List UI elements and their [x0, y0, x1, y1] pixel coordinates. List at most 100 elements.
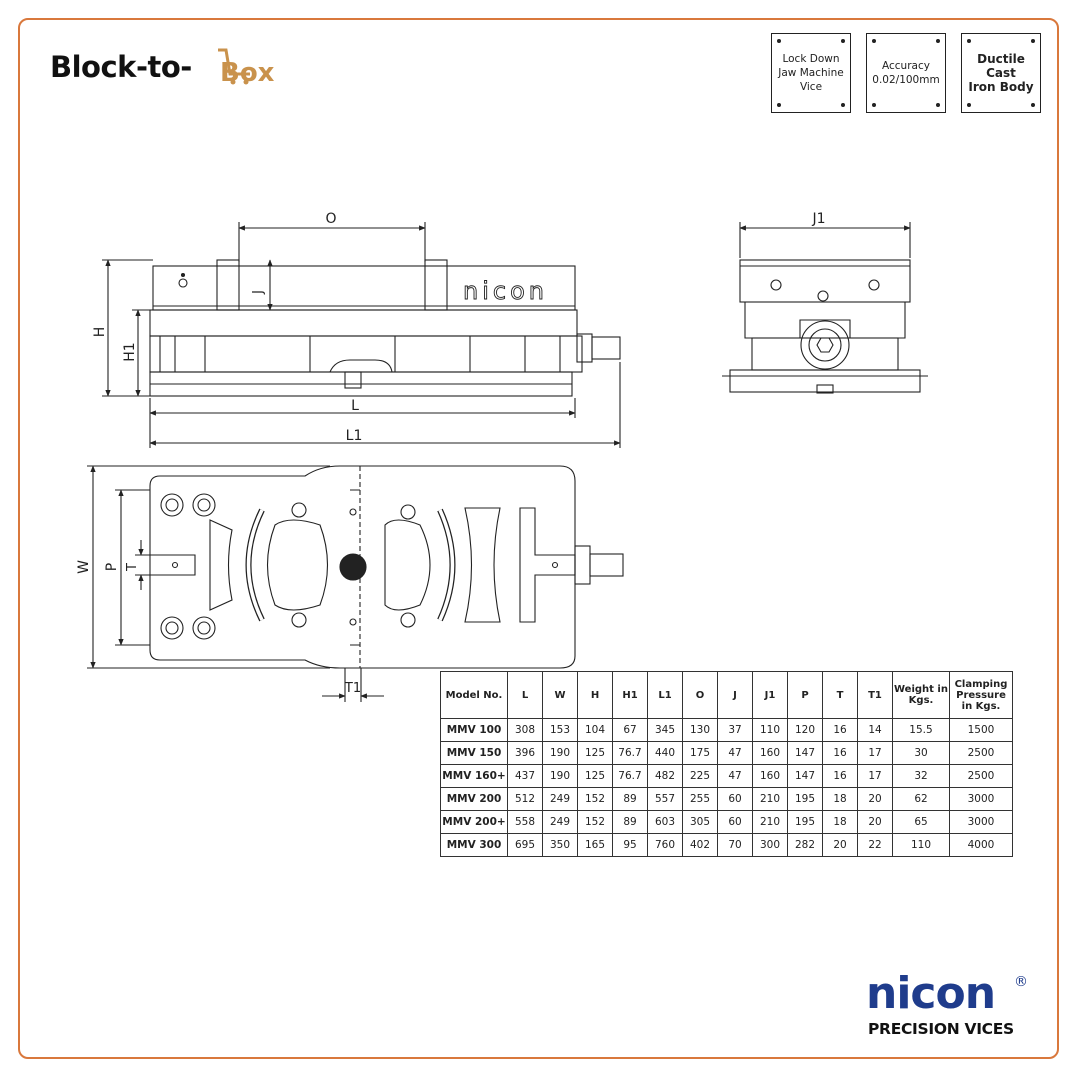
feature-label: Accuracy 0.02/100mm: [872, 60, 940, 86]
value-cell: 249: [542, 787, 578, 811]
value-cell: 104: [577, 718, 613, 742]
value-cell: 305: [682, 810, 718, 834]
col-j1: J1: [752, 671, 788, 719]
dim-label-t: T: [125, 563, 140, 572]
value-cell: 160: [752, 741, 788, 765]
value-cell: 76.7: [612, 741, 648, 765]
value-cell: 70: [717, 833, 753, 857]
value-cell: 396: [507, 741, 543, 765]
value-cell: 120: [787, 718, 823, 742]
dim-label-o: O: [325, 211, 336, 227]
value-cell: 60: [717, 810, 753, 834]
value-cell: 3000: [949, 787, 1013, 811]
feature-label: Lock Down Jaw Machine Vice: [778, 53, 844, 93]
value-cell: 512: [507, 787, 543, 811]
value-cell: 350: [542, 833, 578, 857]
dim-label-p: P: [104, 563, 120, 571]
value-cell: 20: [857, 787, 893, 811]
model-cell: MMV 150: [440, 741, 508, 765]
value-cell: 60: [717, 787, 753, 811]
col-clamping: Clamping Pressure in Kgs.: [949, 671, 1013, 719]
value-cell: 190: [542, 764, 578, 788]
col-l1: L1: [647, 671, 683, 719]
col-h1: H1: [612, 671, 648, 719]
model-cell: MMV 160+: [440, 764, 508, 788]
dim-label-w: W: [76, 560, 92, 574]
value-cell: 20: [857, 810, 893, 834]
value-cell: 190: [542, 741, 578, 765]
value-cell: 15.5: [892, 718, 950, 742]
value-cell: 152: [577, 810, 613, 834]
value-cell: 175: [682, 741, 718, 765]
value-cell: 89: [612, 787, 648, 811]
value-cell: 16: [822, 741, 858, 765]
value-cell: 153: [542, 718, 578, 742]
col-p: P: [787, 671, 823, 719]
value-cell: 18: [822, 810, 858, 834]
dim-label-j: J: [251, 290, 266, 295]
value-cell: 440: [647, 741, 683, 765]
value-cell: 17: [857, 741, 893, 765]
col-t: T: [822, 671, 858, 719]
col-weight: Weight in Kgs.: [892, 671, 950, 719]
front-view: [102, 222, 621, 448]
value-cell: 1500: [949, 718, 1013, 742]
value-cell: 282: [787, 833, 823, 857]
col-h: H: [577, 671, 613, 719]
value-cell: 195: [787, 810, 823, 834]
dim-label-l: L: [351, 398, 359, 414]
dim-label-h: H: [92, 327, 108, 338]
value-cell: 152: [577, 787, 613, 811]
value-cell: 210: [752, 810, 788, 834]
registered-mark: ®: [1014, 974, 1028, 990]
value-cell: 4000: [949, 833, 1013, 857]
value-cell: 17: [857, 764, 893, 788]
value-cell: 62: [892, 787, 950, 811]
value-cell: 558: [507, 810, 543, 834]
value-cell: 482: [647, 764, 683, 788]
value-cell: 37: [717, 718, 753, 742]
dim-label-l1: L1: [346, 428, 363, 444]
value-cell: 110: [752, 718, 788, 742]
value-cell: 95: [612, 833, 648, 857]
value-cell: 165: [577, 833, 613, 857]
value-cell: 557: [647, 787, 683, 811]
value-cell: 32: [892, 764, 950, 788]
value-cell: 125: [577, 764, 613, 788]
feature-iron-body: Ductile Cast Iron Body: [961, 33, 1041, 113]
brand-name: nicon: [866, 968, 996, 1019]
nicon-brand-logo: nicon ® PRECISION VICES: [866, 968, 1036, 1042]
value-cell: 3000: [949, 810, 1013, 834]
value-cell: 147: [787, 764, 823, 788]
feature-lock-down: Lock Down Jaw Machine Vice: [771, 33, 851, 113]
value-cell: 255: [682, 787, 718, 811]
value-cell: 437: [507, 764, 543, 788]
dim-label-h1: H1: [122, 342, 138, 361]
value-cell: 67: [612, 718, 648, 742]
dim-label-t1: T1: [344, 681, 361, 696]
value-cell: 20: [822, 833, 858, 857]
page-frame: [18, 18, 1059, 1059]
value-cell: 22: [857, 833, 893, 857]
block-to-box-logo: Block-to- Box: [50, 44, 290, 94]
dim-label-j1: J1: [811, 211, 825, 227]
cart-icon: [218, 48, 250, 85]
value-cell: 110: [892, 833, 950, 857]
model-cell: MMV 200+: [440, 810, 508, 834]
value-cell: 16: [822, 764, 858, 788]
value-cell: 225: [682, 764, 718, 788]
value-cell: 2500: [949, 764, 1013, 788]
col-l: L: [507, 671, 543, 719]
brand-tagline: PRECISION VICES: [868, 1020, 1014, 1038]
value-cell: 195: [787, 787, 823, 811]
col-j: J: [717, 671, 753, 719]
logo-box-text: Box: [220, 58, 275, 88]
engraving-text: nicon: [463, 277, 548, 305]
